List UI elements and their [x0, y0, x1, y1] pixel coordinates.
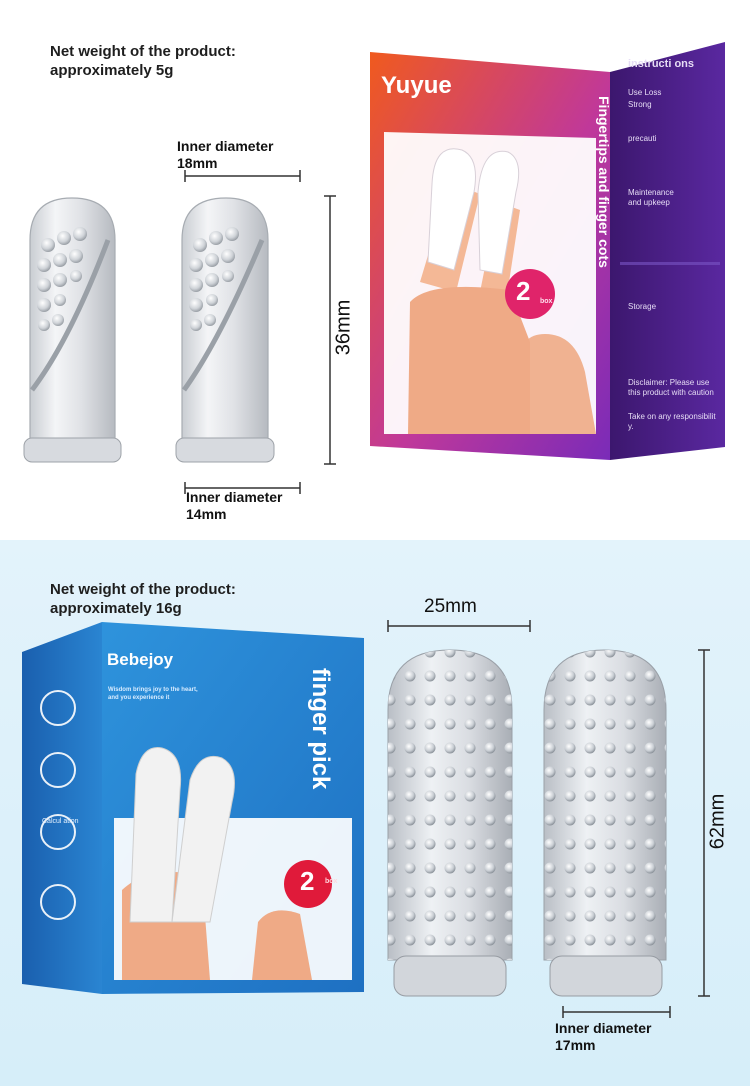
- net-weight-bottom-line1: Net weight of the product:: [50, 581, 236, 598]
- small-cot-left: [23, 197, 122, 463]
- height-dimension-top: 36mm: [332, 299, 355, 356]
- bebejoy-badge-number: 2: [300, 866, 315, 896]
- net-weight-label-bottom: Net weight of the product: approximately…: [50, 580, 236, 618]
- net-weight-label: Net weight of the product: approximately…: [50, 42, 236, 80]
- large-finger-cots-illustration: [387, 620, 710, 1018]
- inner-diameter-large-text: Inner diameter: [555, 1020, 652, 1036]
- dimension-lines-top: [184, 170, 336, 494]
- yuyue-side-line-3: Maintenance: [628, 188, 674, 197]
- bebejoy-box-title: finger pick: [307, 668, 334, 790]
- inner-diameter-top-value: 18mm: [177, 155, 218, 171]
- net-weight-line2: approximately 5g: [50, 62, 174, 79]
- yuyue-side-line-2: precauti: [628, 134, 657, 143]
- yuyue-badge-number: 2: [516, 276, 531, 306]
- yuyue-side-line-1: Strong: [628, 100, 652, 109]
- yuyue-side-line-5: Storage: [628, 302, 657, 311]
- bottom-product-panel: Net weight of the product: approximately…: [0, 540, 750, 1086]
- inner-diameter-top-text: Inner diameter: [177, 138, 274, 154]
- small-cot-right: [175, 197, 275, 463]
- yuyue-side-line-4: and upkeep: [628, 198, 670, 207]
- bebejoy-package-box: [22, 622, 364, 994]
- inner-diameter-top-label: Inner diameter 18mm: [177, 138, 273, 172]
- width-dimension-bottom: 25mm: [424, 596, 477, 617]
- net-weight-bottom-line2: approximately 16g: [50, 600, 182, 617]
- yuyue-side-line-0: Use Loss: [628, 88, 662, 97]
- inner-diameter-bottom-text: Inner diameter: [186, 489, 283, 505]
- bebejoy-side-icon-label: Calcul ation: [42, 818, 79, 825]
- dimension-lines-bottom: [387, 620, 710, 1018]
- large-cot-left: [387, 649, 513, 997]
- large-cot-right: [543, 649, 667, 997]
- top-product-panel: Net weight of the product: approximately…: [0, 0, 750, 540]
- yuyue-package-box: [370, 42, 725, 460]
- inner-diameter-bottom-value: 14mm: [186, 506, 227, 522]
- yuyue-side-line-7: Take on any responsibilit y.: [628, 412, 716, 431]
- yuyue-brand-name: Yuyue: [381, 72, 452, 99]
- height-dimension-bottom: 62mm: [706, 793, 729, 850]
- yuyue-side-line-6: Disclaimer: Please use this product with…: [628, 378, 714, 397]
- inner-diameter-large-label: Inner diameter 17mm: [555, 1020, 651, 1054]
- bebejoy-badge-unit: box: [325, 878, 338, 885]
- inner-diameter-large-value: 17mm: [555, 1037, 596, 1053]
- small-finger-cots-illustration: [23, 170, 336, 494]
- inner-diameter-bottom-label: Inner diameter 14mm: [186, 489, 282, 523]
- bebejoy-tagline: Wisdom brings joy to the heart, and you …: [108, 687, 198, 701]
- yuyue-instructions-heading: instructi ons: [628, 58, 695, 70]
- yuyue-box-title: Fingertips and finger cots: [596, 96, 612, 268]
- yuyue-badge-unit: box: [540, 298, 553, 305]
- net-weight-line1: Net weight of the product:: [50, 43, 236, 60]
- bebejoy-brand-name: Bebejoy: [107, 650, 174, 669]
